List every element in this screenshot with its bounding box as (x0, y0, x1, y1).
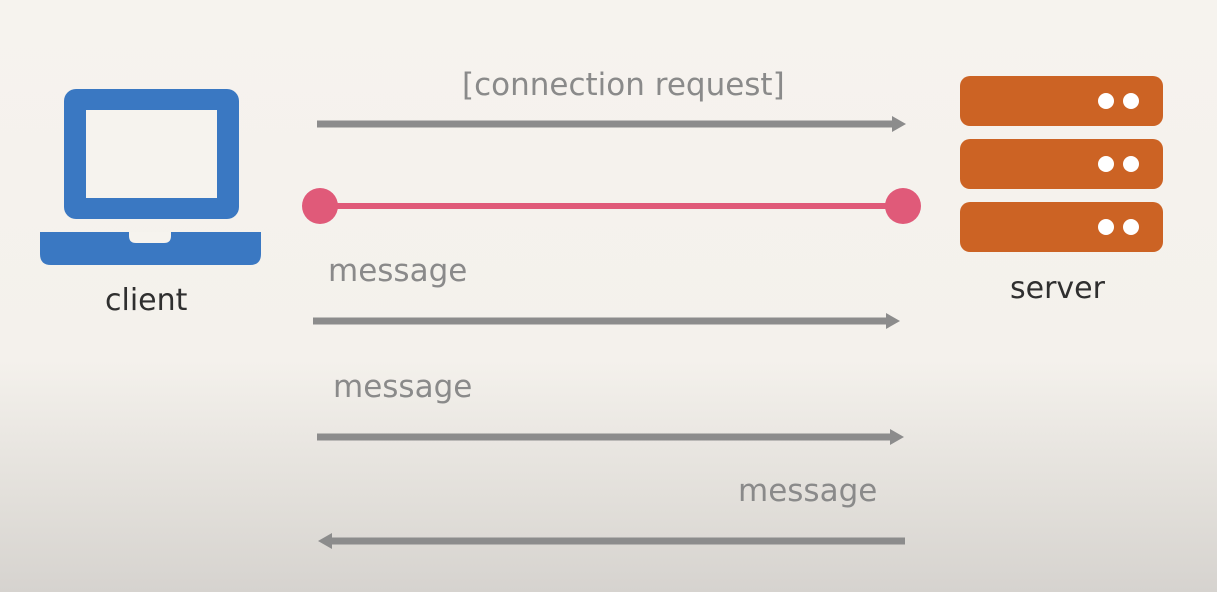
message-label-3: message (738, 473, 878, 509)
arrow-head (892, 116, 906, 132)
message-arrow-1 (313, 313, 900, 329)
server-label: server (1010, 271, 1105, 306)
server-light (1098, 93, 1114, 109)
server-light (1098, 156, 1114, 172)
laptop-notch (129, 232, 171, 243)
arrow-head (886, 313, 900, 329)
message-label-2: message (333, 369, 473, 405)
server-light (1123, 93, 1139, 109)
message-arrow-3 (318, 533, 905, 549)
connection-request-arrow (317, 116, 906, 132)
connection-endpoint-client (302, 188, 338, 224)
server-unit-3 (960, 202, 1163, 252)
server-light (1123, 219, 1139, 235)
connection-request-label: [connection request] (462, 67, 785, 103)
laptop-icon (40, 89, 261, 265)
server-light (1098, 219, 1114, 235)
arrow-head (318, 533, 332, 549)
laptop-screen-inner (86, 110, 217, 198)
server-rack-icon (960, 76, 1163, 252)
message-arrow-2 (317, 429, 904, 445)
connection-endpoint-server (885, 188, 921, 224)
client-label: client (105, 283, 188, 318)
server-unit-2 (960, 139, 1163, 189)
laptop-base (40, 232, 261, 265)
server-unit-1 (960, 76, 1163, 126)
arrow-head (890, 429, 904, 445)
message-label-1: message (328, 253, 468, 289)
persistent-connection-line (302, 188, 921, 224)
server-light (1123, 156, 1139, 172)
